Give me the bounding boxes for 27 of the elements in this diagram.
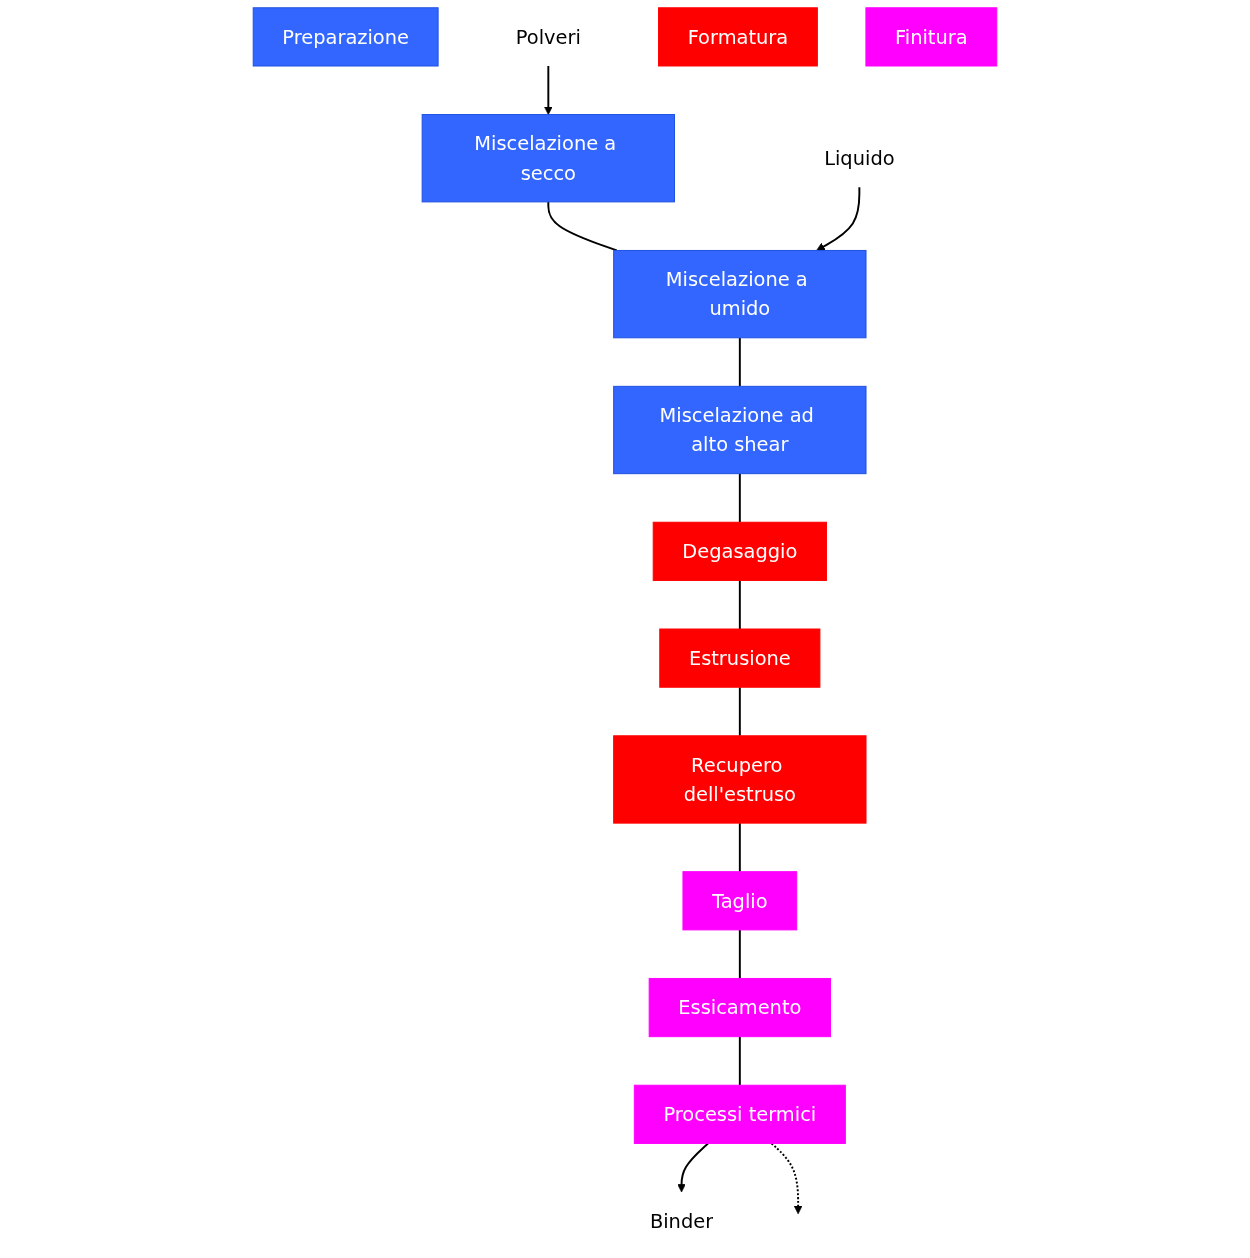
arrow [770,1142,803,1215]
node-box: Miscelazione ad alto shear [613,385,867,475]
node-box: Estrusione [659,628,821,688]
arrow [816,186,861,251]
connector [738,1035,741,1087]
connector [738,579,741,630]
node-box: Taglio [682,871,798,931]
node-text: Binder [649,1209,714,1233]
connector [738,928,741,980]
node-box: Essicamento [648,977,831,1038]
node-text: Liquido [824,146,895,170]
node-box: Miscelazione a umido [613,249,867,339]
connector [738,336,741,388]
node-text: Polveri [515,25,581,49]
node-box: Degasaggio [652,521,827,581]
connector [738,472,741,524]
node-box: Formatura [658,7,818,67]
connector [738,686,741,737]
connector [738,822,741,873]
arrow [677,1142,709,1193]
node-box: Recupero dell'estruso [613,735,867,824]
connector [547,200,618,252]
node-box: Miscelazione a secco [421,114,675,203]
node-box: Finitura [865,7,998,67]
node-box: Processi termici [633,1084,846,1144]
arrow [544,65,553,115]
node-box: Preparazione [252,7,439,67]
